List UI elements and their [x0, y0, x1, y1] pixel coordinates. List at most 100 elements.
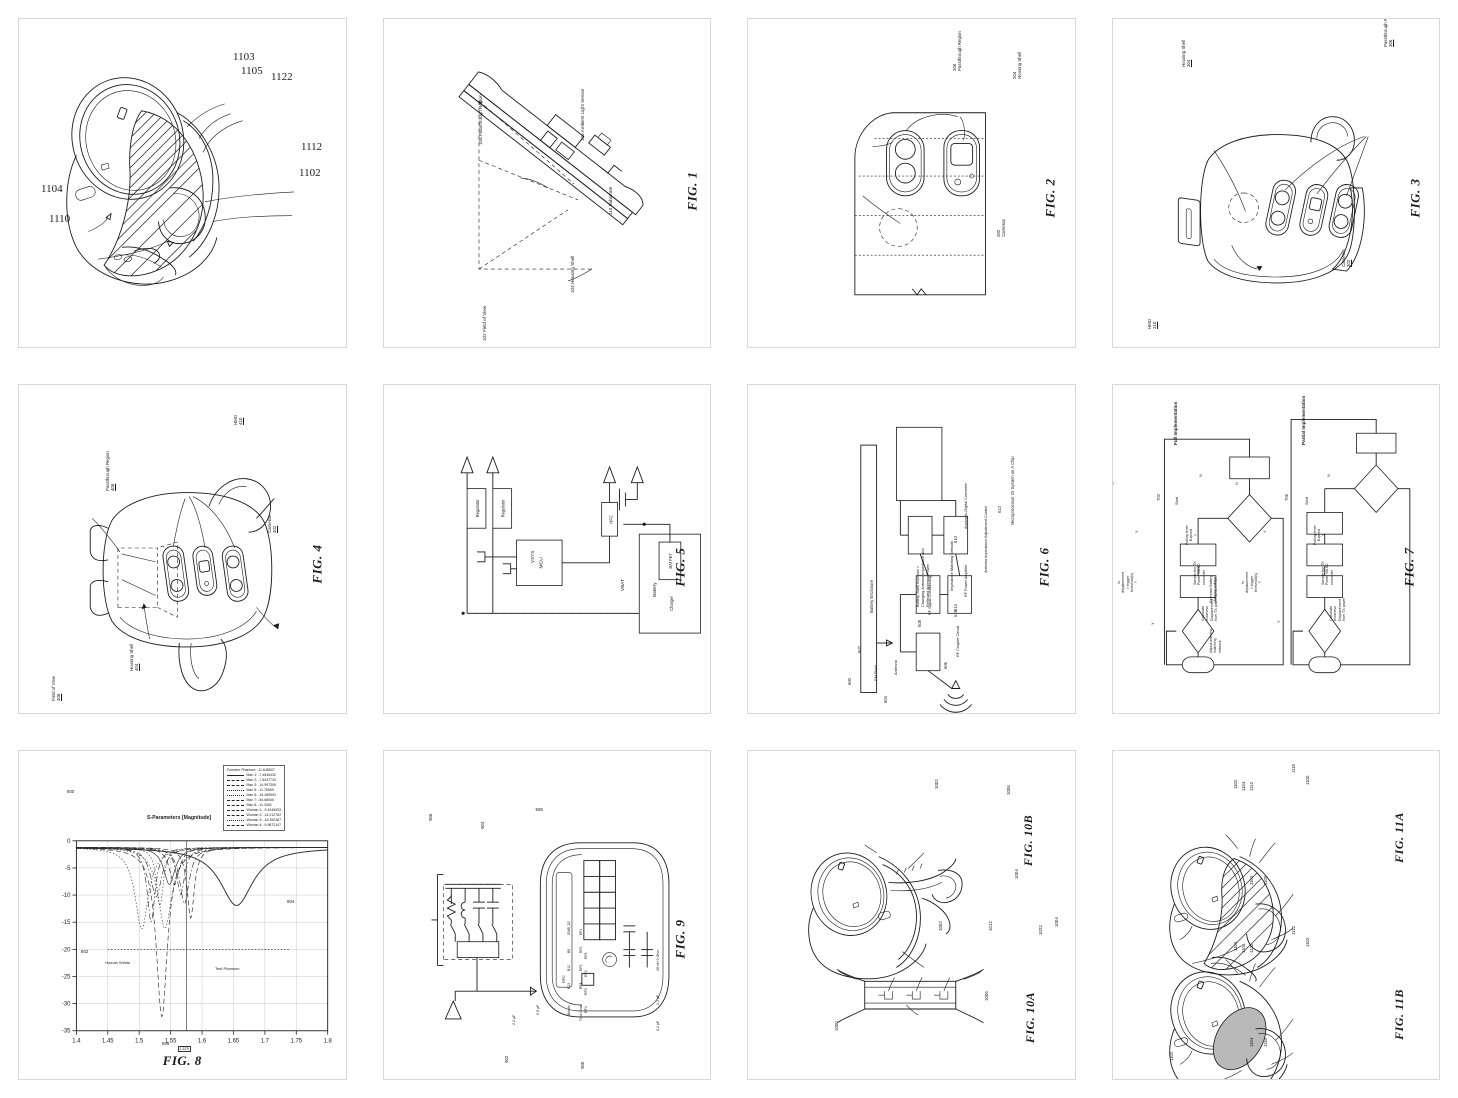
- fig7-full-no: N: [1197, 474, 1203, 477]
- fig4-hmd-strap: [89, 478, 280, 692]
- legend-label: Man 5: -11.76559: [246, 787, 274, 792]
- fig5-nfc-label: NFC: [608, 515, 613, 524]
- legend-label: Woman 1: -9.4349053: [246, 807, 282, 812]
- legend-swatch: [227, 804, 244, 807]
- fig9-sw-rf4: RF4: [583, 1006, 588, 1013]
- fig11b-ref-1103: 1102: [1232, 779, 1238, 789]
- fig5-mcu-label: MCU: [538, 557, 544, 569]
- fig11a-ref-1105: 1105: [1240, 943, 1246, 953]
- legend-header: Forearm Phantom: -11.648607: [227, 768, 275, 772]
- fig7-title-full: Full Implementation: [1172, 401, 1178, 445]
- fig1-caption: FIG. 1: [684, 171, 700, 211]
- fig6-ref-600: 600: [847, 678, 852, 685]
- fig9-tbl-b13: B13: [566, 982, 571, 989]
- svg-text:-10: -10: [62, 893, 71, 899]
- fig5-triangles: [460, 455, 644, 484]
- camera-pair: [886, 130, 925, 197]
- fig7-partial-yes2: Y: [1261, 530, 1267, 533]
- fig10a-ref-1004: 1004: [1054, 917, 1059, 927]
- fig9-ref-904: 904: [479, 821, 485, 829]
- fig9-sw-rf1: RF1: [583, 952, 588, 959]
- fig9-schematic: [430, 842, 669, 1020]
- fig10b-ref-1002: 1002: [934, 779, 939, 789]
- fig11a-ref-1100: 1102: [1168, 1051, 1174, 1061]
- fig9-tbl-b12: B12: [566, 964, 571, 971]
- fig6-rf-coupler-label: RF Coupler Circuit: [956, 625, 960, 657]
- legend-label: Woman 2: -14.212762: [246, 812, 282, 817]
- fig6-em-field-label: EM Field: [873, 665, 878, 681]
- fig11a-ref-1122: 1122: [1248, 943, 1254, 953]
- fig7-title-partial: Partial Implementation: [1300, 395, 1306, 445]
- fig9-caps: [622, 925, 653, 968]
- figure-panel-fig11: 1102 1104 1112 1110 1100 1103 1105 1103 …: [1111, 750, 1440, 1080]
- legend-swatch: [227, 794, 244, 797]
- fig10a-ref-1002: 1002: [938, 921, 943, 931]
- field-of-view-cone: [478, 100, 592, 270]
- fig6-ref-602: 602: [857, 646, 862, 653]
- fig10a-ref-1006: 1006: [984, 991, 989, 1001]
- legend-swatch: [227, 814, 244, 817]
- fig9-ref-900: 900: [579, 1061, 585, 1069]
- figure-panel-fig5: MCU Regulator Regulator NFC Charger BATF…: [382, 384, 711, 714]
- camera-single: [943, 130, 980, 197]
- fig6-caption: FIG. 6: [1036, 547, 1052, 587]
- fig6-battery-enclosure-label: Battery Enclosure: [869, 579, 874, 613]
- chart-legend: Forearm Phantom: -11.648607 Man 1: -7.45…: [223, 765, 286, 831]
- fig9-ref-902: 902: [503, 1055, 509, 1063]
- fig9-tbl-b5: B5: [566, 948, 571, 953]
- fig11a-caption: FIG. 11B: [1392, 988, 1407, 1040]
- chart-annotation-test-phantom: Test Phantom: [215, 966, 240, 971]
- svg-text:-25: -25: [62, 974, 71, 980]
- fig7-ref-706: 706: [1283, 494, 1289, 501]
- chart-ref-800: 800: [67, 789, 75, 794]
- fig9-sw-rf2: RF2: [583, 970, 588, 977]
- fig7-full-no2: N: [1112, 482, 1115, 485]
- legend-label: Man 2: -7.5437733: [246, 777, 276, 782]
- fig3-caption: FIG. 3: [1407, 177, 1423, 218]
- figure-panel-fig10: 1006 1002 1004 1002 1012 1022 1006 1004 …: [747, 750, 1076, 1080]
- fig11b-drawing: [1168, 834, 1293, 982]
- fig3-camera-modules: [1264, 179, 1359, 238]
- legend-swatch: [227, 799, 244, 802]
- fig4-caption: FIG. 4: [309, 543, 325, 584]
- watch-perspective-drawing: [66, 77, 295, 286]
- fig7-caption: FIG. 7: [1401, 547, 1417, 587]
- svg-text:-30: -30: [62, 1002, 71, 1008]
- svg-text:1.55: 1.55: [165, 1039, 177, 1045]
- fig11b-ref-1102: 1100: [1304, 775, 1310, 785]
- svg-text:-20: -20: [62, 947, 71, 953]
- fig10a-components: [878, 991, 949, 1000]
- legend-label: Man 8: -11.3362: [246, 802, 272, 807]
- fig11a-ref-1102: 1102: [1304, 937, 1310, 947]
- ref-1112: 1112: [301, 141, 323, 153]
- fig3-hmd: [1177, 116, 1369, 284]
- figure-panel-fig7: Partial Implementation Start Polling tim…: [1111, 384, 1440, 714]
- fig7-full-start: Start: [1174, 496, 1179, 505]
- legend-item: Man 2: -7.5437733: [227, 778, 281, 783]
- fig1-label-104: 104 Housing Shell: [569, 255, 575, 293]
- legend-label: Man 7: -54.68545: [246, 797, 274, 802]
- chart-ref-802: 802: [81, 949, 89, 954]
- leader-lines: [88, 103, 295, 260]
- fig9-sw-rf3: RF3: [583, 988, 588, 995]
- legend-swatch: [227, 774, 244, 777]
- ref-1103: 1103: [233, 51, 255, 63]
- svg-text:-5: -5: [65, 866, 71, 872]
- legend-item: Man 1: -7.4545432: [227, 773, 281, 778]
- svg-text:1.5: 1.5: [135, 1039, 144, 1045]
- chart-series-11: [76, 847, 328, 898]
- fig5-reg2-label: Regulator: [500, 499, 505, 518]
- fig9-tbl-rf2: RF2: [578, 946, 583, 953]
